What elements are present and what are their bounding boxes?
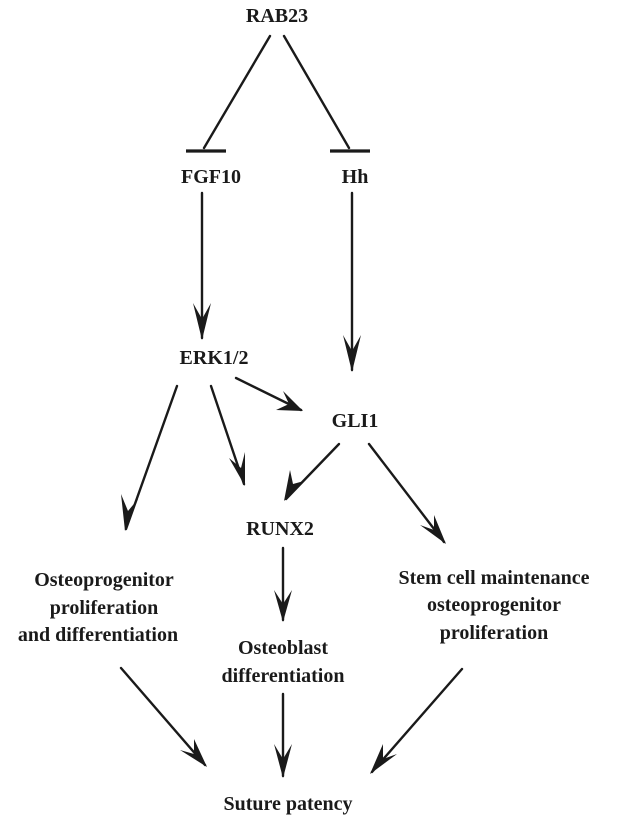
node-fgf10: FGF10 <box>181 166 241 188</box>
edge-erk-runx2 <box>209 384 246 486</box>
node-stem-line3: proliferation <box>440 622 549 644</box>
arrowhead-icon <box>370 744 397 774</box>
arrowhead-icon <box>276 391 303 411</box>
edge-gli1-stem <box>367 442 446 544</box>
node-osteoprogenitor-line1: Osteoprogenitor <box>34 569 174 591</box>
node-osteoprogenitor-line3: and differentiation <box>18 624 178 646</box>
arrowhead-icon <box>180 739 207 767</box>
node-osteoprogenitor-line2: proliferation <box>50 597 159 619</box>
node-osteoblast-line1: Osteoblast <box>238 637 328 659</box>
arrowhead-icon <box>284 470 304 501</box>
arrowhead-icon <box>343 335 361 372</box>
arrowhead-icon <box>229 452 245 486</box>
edge-stem-suture <box>370 667 464 774</box>
node-osteoblast-line2: differentiation <box>222 665 345 687</box>
arrowhead-icon <box>193 303 211 340</box>
node-runx2: RUNX2 <box>246 518 314 540</box>
edge-fgf10-erk <box>193 191 211 340</box>
edge-erk-osteoprogenitor <box>121 384 179 531</box>
node-stem-line2: osteoprogenitor <box>427 594 561 616</box>
edge-osteoprogenitor-suture <box>119 666 207 767</box>
node-suture-patency: Suture patency <box>223 793 352 815</box>
node-hh: Hh <box>342 166 369 188</box>
node-erk12: ERK1/2 <box>180 347 249 369</box>
node-stem-line1: Stem cell maintenance <box>398 567 589 589</box>
arrowhead-icon <box>121 494 138 531</box>
arrowhead-icon <box>274 744 292 778</box>
edge-osteoblast-suture <box>274 692 292 778</box>
edge-rab23-hh <box>282 34 370 153</box>
edge-gli1-runx2 <box>284 442 341 501</box>
edge-runx2-osteoblast <box>274 546 292 622</box>
edge-rab23-fgf10 <box>186 34 272 153</box>
node-rab23: RAB23 <box>246 5 308 27</box>
node-gli1: GLI1 <box>332 410 379 432</box>
edge-hh-gli1 <box>343 191 361 372</box>
edge-erk-gli1 <box>234 376 303 412</box>
arrowhead-icon <box>420 515 446 544</box>
arrowhead-icon <box>274 590 292 622</box>
